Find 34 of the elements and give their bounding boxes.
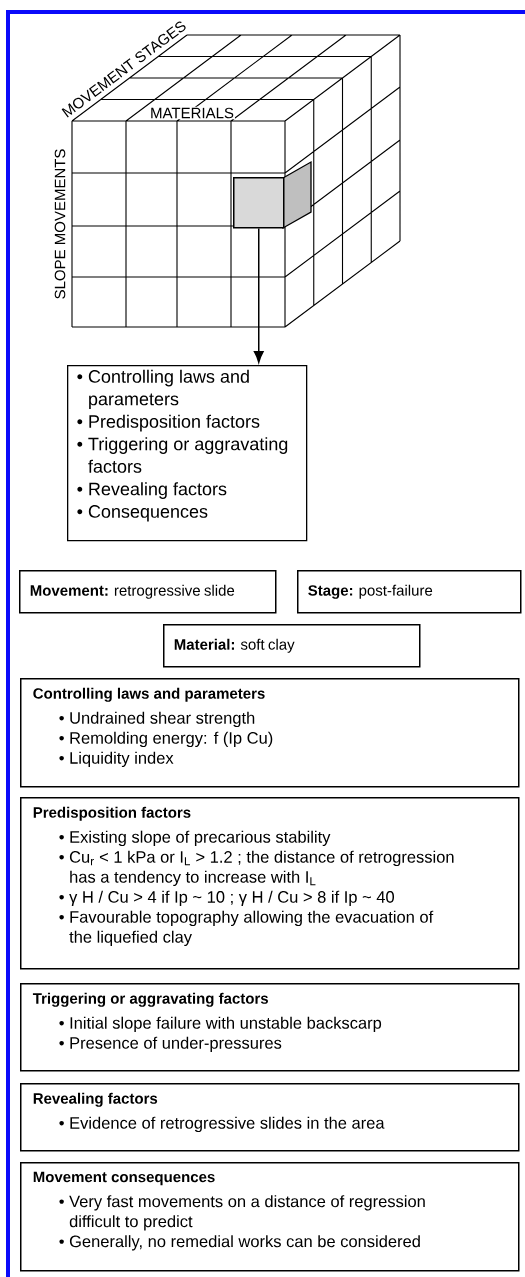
text-box xyxy=(20,1162,520,1272)
box-heading: Movement consequences xyxy=(33,1171,215,1186)
bullet-item: • Existing slope of precarious stability xyxy=(59,830,331,847)
text-box xyxy=(20,983,520,1072)
bullet-item: • Liquidity index xyxy=(59,751,174,768)
bullet-item: • Generally, no remedial works can be considered xyxy=(59,1235,420,1251)
text-box: Material: soft clay xyxy=(163,624,421,668)
box-heading: Controlling laws and parameters xyxy=(33,687,265,702)
bullet-item: • γ H / Cu > 4 if Ip ~ 10 ; γ H / Cu > 8 if Ip ~ 40 xyxy=(59,890,394,907)
bullet-item: • Undrained shear strength xyxy=(59,711,255,728)
bullet-item: • Initial slope failure with unstable backscarp xyxy=(59,1016,382,1033)
text-box: Stage: post-failure xyxy=(297,570,522,614)
bullet-item: • Presence of under-pressures xyxy=(59,1036,282,1053)
bullet-item: • Favourable topography allowing the evacuation of the liquefied clay xyxy=(59,910,434,947)
box-heading: Predisposition factors xyxy=(33,806,191,821)
box-heading: Revealing factors xyxy=(33,1092,158,1107)
text-box xyxy=(20,678,520,788)
bullet-item: • Consequences xyxy=(77,505,208,522)
axis-label: MATERIALS xyxy=(149,106,235,120)
bullet-item: • Evidence of retrogressive slides in the area xyxy=(59,1116,385,1133)
axis-label: SLOPE MOVEMENTS xyxy=(54,149,66,299)
bullet-item: • Very fast movements on a distance of regression difficult to predict xyxy=(59,1195,425,1231)
text-box xyxy=(20,797,520,970)
bullet-item: • Triggering or aggravating factors xyxy=(77,437,288,473)
bullet-item: • Cu$_{r}$ < 1 kPa or I$_{L}$ > 1.2 ; the distance of retrogression has a tendency to increase with I$_{L}$ xyxy=(59,850,454,887)
arrow xyxy=(253,227,264,363)
bullet-item: • Controlling laws and parameters xyxy=(77,369,249,409)
text-box xyxy=(67,365,308,542)
bullet-item: • Remolding energy: f (Ip Cu) xyxy=(59,731,273,748)
box-heading: Triggering or aggravating factors xyxy=(32,992,268,1007)
bullet-item: • Predisposition factors xyxy=(77,414,260,432)
bullet-item: • Revealing factors xyxy=(77,482,227,499)
text-box xyxy=(20,1083,520,1152)
text-box: Movement: retrogressive slide xyxy=(19,570,277,614)
